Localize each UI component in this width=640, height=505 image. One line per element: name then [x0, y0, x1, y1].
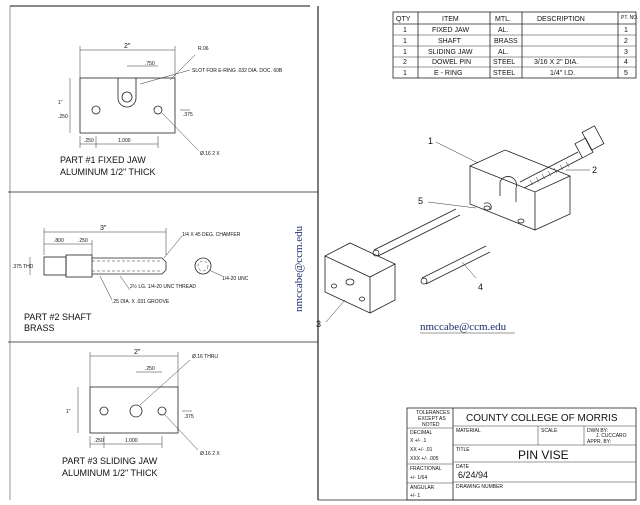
part3-note-holes: Ø.16 2 X — [200, 451, 220, 457]
bom-header-mtl: MTL. — [495, 16, 511, 23]
bom-table-grid — [392, 11, 637, 79]
tolerances-line2: EXCEPT AS — [418, 416, 446, 422]
drawn-by-label: DWN BY: — [587, 428, 608, 434]
tol-xxx: XXX +/- .005 — [410, 456, 439, 462]
bom-cell: 2 — [403, 59, 407, 66]
drawn-by-value: J. CUCCARO — [596, 433, 627, 439]
approved-by-label: APPR. BY: — [587, 439, 611, 445]
school-name: COUNTY COLLEGE OF MORRIS — [466, 413, 618, 424]
tol-xx: XX +/- .01 — [410, 447, 433, 453]
assembly-callout-1: 1 — [428, 136, 433, 146]
part2-note-thread: 1/4-20 UNC — [222, 276, 249, 282]
part2-note-groove: .25 DIA. X .031 GROOVE — [112, 299, 170, 305]
part2-note-length: 2½ LG. 1/4-20 UNC THREAD — [130, 283, 196, 290]
bom-cell: 1 — [624, 27, 628, 34]
bom-cell: 5 — [624, 70, 628, 77]
part3-sliding-jaw-view — [77, 352, 199, 451]
drawing-number-label: DRAWING NUMBER — [456, 484, 503, 490]
part1-dim-left: .250 — [58, 114, 68, 120]
part2-dim-overall: 3" — [100, 225, 107, 232]
part1-dim-bottom-mid: 1.000 — [118, 138, 131, 144]
bom-cell: 3/16 X 2" DIA. — [534, 59, 578, 66]
bom-cell: 1 — [403, 49, 407, 56]
assembly-callout-4: 4 — [478, 282, 483, 292]
title-block-grid — [406, 407, 637, 501]
tol-ang: +/- 1 — [410, 493, 420, 499]
part1-note-rad: R.06 — [198, 46, 209, 52]
drawing-date: 6/24/94 — [458, 470, 488, 480]
bom-cell: FIXED JAW — [432, 27, 469, 34]
part2-dim-dia: .375 THD — [12, 264, 34, 270]
part2-note-chamfer: 1/4 X 45 DEG. CHAMFER — [182, 232, 241, 238]
part1-fixed-jaw-view — [69, 46, 199, 151]
bom-cell: AL. — [498, 49, 509, 56]
watermark-horizontal: nmccabe@ccm.edu — [420, 321, 507, 333]
bom-cell: BRASS — [494, 38, 518, 45]
part3-caption-line1: PART #3 SLIDING JAW — [62, 456, 158, 466]
part1-dim-right: .375 — [183, 112, 193, 118]
tolerances-line1: TOLERANCES — [416, 410, 450, 416]
bom-header-pt-no: PT. NO. — [621, 15, 639, 21]
tolerances-line3: NOTED — [422, 422, 440, 428]
watermark-vertical: nmccabe@ccm.edu — [293, 225, 305, 312]
date-label: DATE — [456, 464, 470, 470]
bom-header-qty: QTY — [396, 16, 411, 23]
bom-cell: SLIDING JAW — [428, 49, 473, 56]
part1-dim-bottom-left: .250 — [84, 138, 94, 144]
part2-dim-b: .250 — [78, 238, 88, 244]
part2-caption-line2: BRASS — [24, 323, 55, 333]
tol-frac: +/- 1/64 — [410, 475, 427, 481]
part1-caption-line1: PART #1 FIXED JAW — [60, 155, 146, 165]
scale-label: SCALE — [541, 428, 558, 434]
part1-note-slot: SLOT FOR E-RING .032 DIA. DOC. 60B — [192, 68, 283, 74]
bom-cell: SHAFT — [438, 38, 462, 45]
part3-caption-line2: ALUMINUM 1/2" THICK — [62, 468, 158, 478]
bom-cell: 1 — [403, 38, 407, 45]
bom-cell: 1 — [403, 70, 407, 77]
bom-table: QTY ITEM MTL. DESCRIPTION PT. NO. 1 FIXE… — [396, 15, 639, 77]
part3-dim-height: 1" — [66, 409, 71, 415]
bom-cell: DOWEL PIN — [432, 59, 471, 66]
assembly-callout-3: 3 — [316, 319, 321, 329]
part1-caption-line2: ALUMINUM 1/2" THICK — [60, 167, 156, 177]
bom-cell: 4 — [624, 59, 628, 66]
bom-cell: STEEL — [493, 59, 515, 66]
bom-cell: 2 — [624, 38, 628, 45]
drawing-title: PIN VISE — [518, 448, 569, 462]
decimal-label: DECIMAL — [410, 430, 432, 436]
part1-dim-height: 1" — [58, 100, 63, 106]
part3-note-hole: Ø.16 THRU — [192, 354, 218, 360]
bom-header-item: ITEM — [442, 16, 459, 23]
bom-cell: 1 — [403, 27, 407, 34]
material-label: MATERIAL — [456, 428, 481, 434]
bom-cell: AL. — [498, 27, 509, 34]
bom-cell: STEEL — [493, 70, 515, 77]
assembly-callout-5: 5 — [418, 196, 423, 206]
title-label: TITLE — [456, 447, 470, 453]
part3-dim-bottom-mid: 1.000 — [125, 438, 138, 444]
part3-dim-bottom-left: .250 — [94, 438, 104, 444]
part1-dim-top: .750 — [145, 61, 155, 67]
part3-dim-overall: 2" — [134, 349, 141, 356]
bom-header-description: DESCRIPTION — [537, 16, 585, 23]
part2-dim-a: .800 — [54, 238, 64, 244]
part1-note-holes: Ø.16 2 X — [200, 151, 220, 157]
bom-cell: 1/4" I.D. — [550, 70, 575, 77]
bom-cell: 3 — [624, 49, 628, 56]
bom-cell: E - RING — [434, 70, 462, 77]
assembly-isometric-view — [324, 125, 605, 323]
title-block: TOLERANCES EXCEPT AS NOTED DECIMAL X +/-… — [410, 410, 627, 499]
part2-shaft-view — [29, 228, 223, 301]
part3-dim-top: .250 — [145, 366, 155, 372]
angular-label: ANGULAR — [410, 485, 435, 491]
part3-dim-right: .375 — [184, 414, 194, 420]
fractional-label: FRACTIONAL — [410, 466, 442, 472]
tol-x: X +/- .1 — [410, 438, 426, 444]
assembly-callout-2: 2 — [592, 165, 597, 175]
part2-caption-line1: PART #2 SHAFT — [24, 312, 92, 322]
part1-dim-overall: 2" — [124, 43, 131, 50]
